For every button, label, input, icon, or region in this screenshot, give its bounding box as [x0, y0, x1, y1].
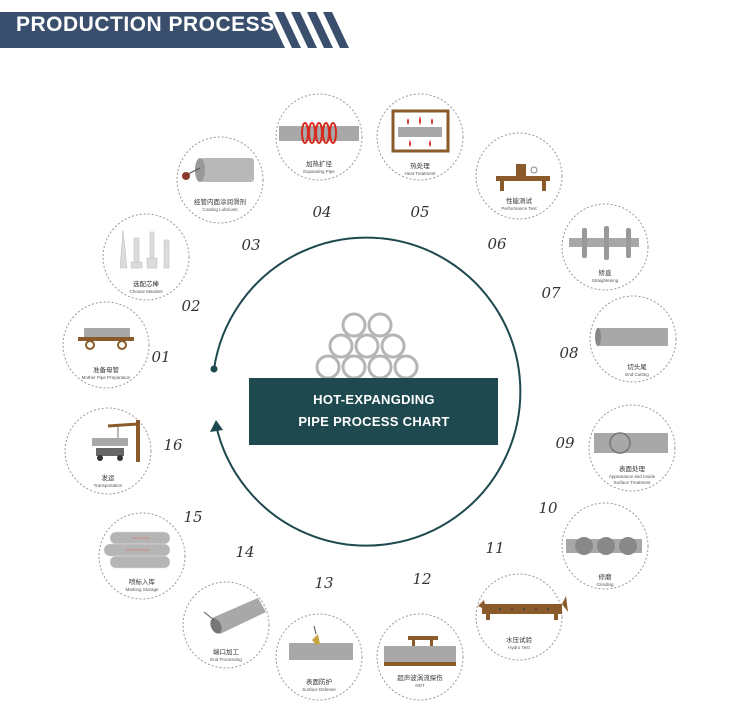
- step-number: 01: [151, 348, 170, 366]
- step-cn-label: 经管内面涂润滑剂: [194, 197, 246, 206]
- step-en-label: Expanding Pipe: [303, 169, 335, 174]
- step-number: 13: [314, 574, 333, 592]
- test-bench-icon: [496, 164, 550, 191]
- step-15: 喷标入库 Marking Storage 15: [98, 508, 203, 600]
- step-number: 11: [485, 539, 504, 557]
- step-en-label: Transportation: [94, 483, 123, 488]
- step-en-label: Heat Treatment: [404, 171, 436, 176]
- step-03: 经管内面涂润滑剂 Coating Lubricant 03: [176, 136, 264, 254]
- step-01: 准备母管 Mother Pipe Preparation 01: [62, 301, 171, 389]
- step-en-label: Marking Storage: [125, 587, 159, 592]
- cycle-arrowhead: [210, 420, 223, 432]
- step-07: 矫直 Straightening 07: [541, 203, 649, 302]
- step-en-label: Choose Mandrel: [129, 289, 162, 294]
- center-title-box: [249, 378, 498, 445]
- step-en-label: End Cutting: [625, 372, 649, 377]
- step-13: 表面防护 Surface Defense 13: [275, 574, 363, 701]
- header-bar: [0, 12, 285, 48]
- step-05: 热处理 Heat Treatment 05: [376, 93, 464, 221]
- step-en-label: Appearance and Inside: [609, 474, 656, 479]
- step-cn-label: 超声波涡流探伤: [397, 673, 443, 682]
- step-cn-label: 准备母管: [93, 365, 120, 374]
- step-cn-label: 选配芯棒: [133, 279, 160, 288]
- step-12: 超声波涡流探伤 NDT 12: [376, 570, 464, 701]
- step-number: 03: [241, 236, 260, 254]
- step-cn-label: 切头尾: [627, 362, 647, 371]
- pipe-stack-icon: [315, 312, 419, 380]
- step-number: 02: [181, 297, 200, 315]
- step-02: 选配芯棒 Choose Mandrel 02: [102, 213, 201, 315]
- step-number: 10: [538, 499, 558, 517]
- step-en-label: Hydro Test: [508, 645, 530, 650]
- lubricant-icon: [182, 158, 254, 182]
- step-en-label: Straightening: [592, 278, 619, 283]
- step-11: 水压试验 Hydro Test 11: [475, 539, 568, 661]
- step-cn-label: 矫直: [599, 268, 613, 277]
- furnace-icon: [391, 109, 450, 153]
- header-stripe: [275, 12, 301, 48]
- step-number: 04: [312, 203, 331, 221]
- center-title-line2: PIPE PROCESS CHART: [298, 414, 449, 429]
- surface-defense-icon: [289, 625, 353, 660]
- end-processing-icon: [203, 598, 266, 634]
- step-cn-label: 修磨: [599, 572, 613, 581]
- page-title: PRODUCTION PROCESS: [16, 13, 275, 36]
- step-en-label: Surface Defense: [302, 687, 336, 692]
- step-number: 08: [559, 344, 578, 362]
- cycle-arrow: [213, 236, 522, 547]
- step-cn-label: 表面处理: [619, 464, 646, 473]
- pipe-stack-icon: [103, 531, 171, 569]
- header-stripe: [291, 12, 317, 48]
- step-cn-label: 喷标入库: [129, 577, 156, 586]
- crane-truck-icon: [92, 420, 140, 462]
- cut-pipe-icon: [595, 328, 668, 346]
- step-cn-label: 水压试验: [506, 635, 533, 644]
- step-cn-label: 性能测试: [506, 196, 533, 205]
- step-number: 07: [541, 284, 561, 302]
- step-number: 15: [183, 508, 202, 526]
- cycle-start-dot: [210, 365, 218, 373]
- step-number: 09: [555, 434, 575, 452]
- expanding-pipe-icon: [279, 122, 359, 144]
- step-cn-label: 加热扩径: [306, 159, 333, 168]
- step-10: 修磨 Grinding 10: [538, 499, 649, 590]
- step-09: 表面处理 Appearance and Inside Surface Treat…: [555, 404, 676, 492]
- hydro-test-icon: [478, 596, 568, 620]
- center-title-line1: HOT-EXPANGDING: [313, 392, 435, 407]
- step-number: 05: [410, 203, 429, 221]
- step-06: 性能测试 Performance Test 06: [475, 132, 563, 253]
- step-en-label: Mother Pipe Preparation: [82, 375, 131, 380]
- step-number: 12: [412, 570, 431, 588]
- step-en-label-2: Surface Treatment: [613, 480, 651, 485]
- step-en-label: End Processing: [210, 657, 242, 662]
- step-number: 16: [163, 436, 183, 454]
- step-cn-label: 端口加工: [213, 647, 240, 656]
- step-number: 14: [235, 543, 254, 561]
- step-number: 06: [487, 235, 507, 253]
- step-04: 加热扩径 Expanding Pipe 04: [275, 93, 363, 221]
- step-cn-label: 发运: [102, 473, 116, 482]
- step-14: 端口加工 End Processing 14: [182, 543, 270, 669]
- mandrel-icon: [119, 229, 170, 269]
- step-08: 切头尾 End Cutting 08: [559, 295, 677, 383]
- pipe-on-trolley-icon: [78, 328, 134, 350]
- header-stripe: [307, 12, 333, 48]
- step-en-label: NDT: [415, 683, 424, 688]
- step-en-label: Coating Lubricant: [202, 207, 238, 212]
- header-banner: [0, 12, 349, 48]
- grinding-icon: [566, 537, 642, 555]
- step-en-label: Grinding: [596, 582, 614, 587]
- ndt-icon: [384, 636, 456, 666]
- step-cn-label: 表面防护: [306, 677, 332, 686]
- step-en-label: Performance Test: [501, 206, 537, 211]
- step-16: 发运 Transportation 16: [64, 407, 183, 495]
- step-cn-label: 热处理: [410, 161, 430, 170]
- surface-treatment-icon: [594, 432, 668, 454]
- header-stripe: [323, 12, 349, 48]
- straightener-icon: [569, 226, 639, 260]
